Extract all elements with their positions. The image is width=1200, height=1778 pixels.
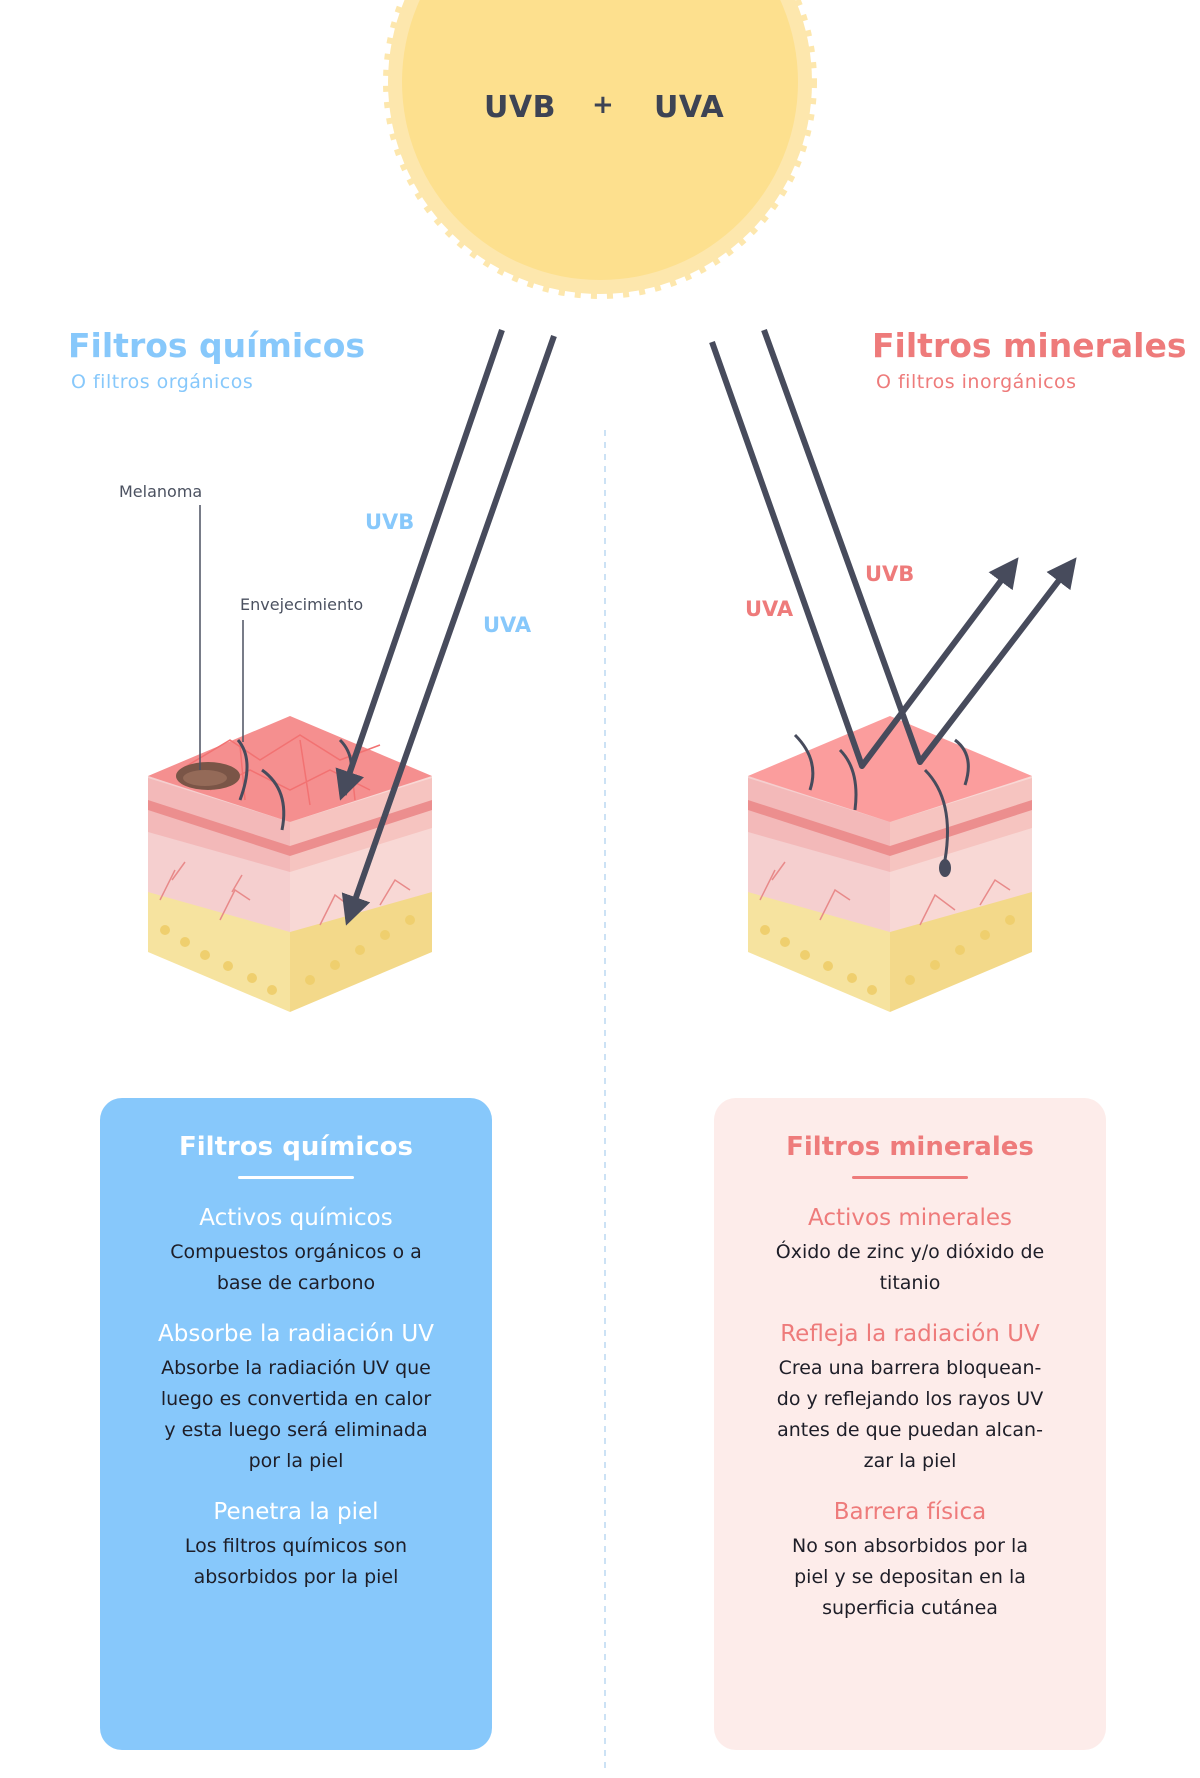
mineral-section-2-body: Crea una barrera bloquean- do y reflejan… [776, 1357, 1044, 1472]
chemical-section-3-body: Los filtros químicos son absorbidos por … [184, 1535, 408, 1588]
sun-label-plus: + [592, 90, 615, 120]
chemical-section-1-heading: Activos químicos [199, 1205, 393, 1231]
chemical-section-3-heading: Penetra la piel [213, 1499, 379, 1525]
arrow-chemical-uvb [335, 329, 505, 801]
chemical-subtitle: O filtros orgánicos [71, 371, 254, 393]
mineral-section-2-heading: Refleja la radiación UV [780, 1321, 1040, 1347]
sun-body [402, 0, 798, 280]
mineral-section-3-body: No son absorbidos por la piel y se depos… [792, 1535, 1028, 1619]
chemical-card-rule [238, 1176, 354, 1179]
ray-label-chemical-uvb: UVB [365, 510, 415, 534]
mineral-card: Filtros minerales Activos minerales Óxid… [714, 1098, 1106, 1750]
arrow-chemical-uva [341, 335, 557, 926]
mineral-section-3-heading: Barrera física [833, 1499, 987, 1525]
arrow-mineral-uvb [761, 328, 1077, 765]
sun-label-uva: UVA [654, 90, 725, 125]
mineral-section-1-heading: Activos minerales [808, 1205, 1012, 1231]
callout-melanoma: Melanoma [119, 482, 203, 501]
chemical-card: Filtros químicos Activos químicos Compue… [100, 1098, 492, 1750]
chemical-section-2-body: Absorbe la radiación UV que luego es con… [160, 1357, 432, 1472]
mineral-card-title: Filtros minerales [786, 1132, 1034, 1162]
arrow-mineral-uva [709, 340, 1019, 769]
chemical-card-title: Filtros químicos [178, 1132, 413, 1162]
ray-label-mineral-uvb: UVB [865, 562, 915, 586]
mineral-subtitle: O filtros inorgánicos [876, 371, 1077, 393]
chemical-section-2-heading: Absorbe la radiación UV [158, 1321, 434, 1347]
ray-label-chemical-uva: UVA [483, 613, 532, 637]
ray-label-mineral-uva: UVA [745, 597, 794, 621]
chemical-title: Filtros químicos [68, 326, 366, 365]
mineral-card-rule [852, 1176, 968, 1179]
mineral-title: Filtros minerales [872, 326, 1187, 365]
chemical-section-1-body: Compuestos orgánicos o a base de carbono [170, 1241, 422, 1294]
callout-aging: Envejecimiento [240, 595, 364, 614]
mineral-section-1-body: Óxido de zinc y/o dióxido de titanio [775, 1241, 1045, 1294]
sun [383, 0, 817, 299]
skin-block-chemical [148, 716, 432, 1012]
sun-label-uvb: UVB [484, 90, 556, 125]
skin-block-mineral [748, 716, 1032, 1012]
